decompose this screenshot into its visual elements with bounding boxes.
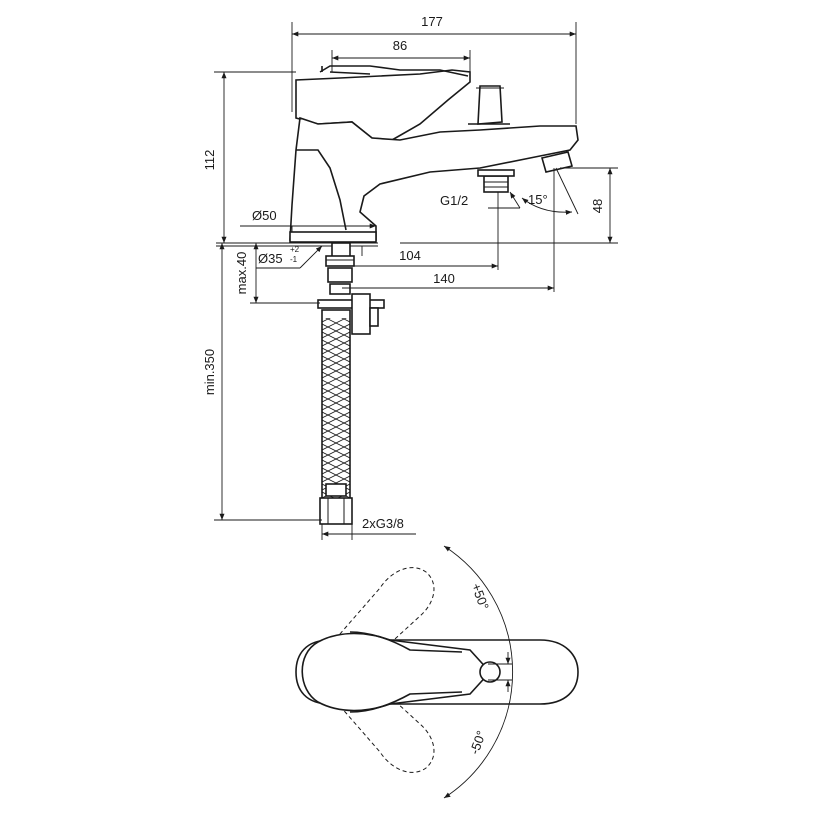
braid-strand (341, 318, 350, 323)
braid-strand (322, 419, 350, 435)
label-outlet-height: 48 (590, 199, 605, 213)
braid-strand (322, 318, 331, 323)
label-spout-reach: 140 (433, 271, 455, 286)
braid-strand (322, 331, 350, 347)
label-base-diameter: Ø50 (252, 208, 277, 223)
label-outlet-thread: G1/2 (440, 193, 468, 208)
braid-strand (322, 467, 350, 483)
label-hose-min: min.350 (202, 349, 217, 395)
label-hole-tol-minus: -1 (290, 255, 298, 264)
mounting-plate (317, 299, 385, 309)
braid-strand (322, 363, 350, 379)
hose-assembly (317, 242, 385, 525)
dimension-lines (214, 22, 618, 540)
braid-strand (322, 435, 350, 451)
label-outlet-dist: 104 (399, 248, 421, 263)
dimension-labels: 177 86 112 Ø50 Ø35 +2 -1 G1/2 15° 48 104… (202, 14, 605, 531)
label-hose-thread: 2xG3/8 (362, 516, 404, 531)
lever-ghost-plus (325, 567, 435, 661)
braid-strand (322, 318, 347, 331)
faucet-side-view (216, 65, 579, 247)
faucet-top-view (295, 545, 579, 799)
braid-strand (322, 451, 350, 467)
lever-ghost-minus (325, 679, 435, 773)
braid-strand (322, 323, 350, 339)
label-width-total: 177 (421, 14, 443, 29)
braid-strand (322, 395, 350, 411)
base-ring (289, 231, 377, 243)
outlet-nut (483, 175, 509, 193)
braid-strand (322, 411, 350, 427)
braid-strand (322, 355, 350, 371)
label-height-total: 112 (202, 150, 217, 171)
label-lever-width: 86 (393, 38, 407, 53)
diverter-knob (477, 85, 503, 125)
label-rotation-minus: -50° (467, 729, 489, 757)
label-spout-angle: 15° (528, 192, 548, 207)
braid-strand (322, 443, 350, 459)
braid-strand (322, 371, 350, 387)
braid-strand (322, 459, 350, 475)
label-hole-diameter: Ø35 (258, 251, 283, 266)
top-diverter (479, 661, 501, 683)
braid-strand (322, 379, 350, 395)
braid-strand (322, 403, 350, 419)
braid-strand (322, 339, 350, 355)
braid-strand (322, 387, 350, 403)
spout-aerator (540, 151, 574, 173)
label-rotation-plus: +50° (469, 581, 492, 612)
label-hole-tol-plus: +2 (290, 245, 300, 254)
braid-strand (322, 427, 350, 443)
hose-nut (319, 497, 353, 525)
braid-strand (322, 347, 350, 363)
label-deck-max: max.40 (234, 252, 249, 295)
